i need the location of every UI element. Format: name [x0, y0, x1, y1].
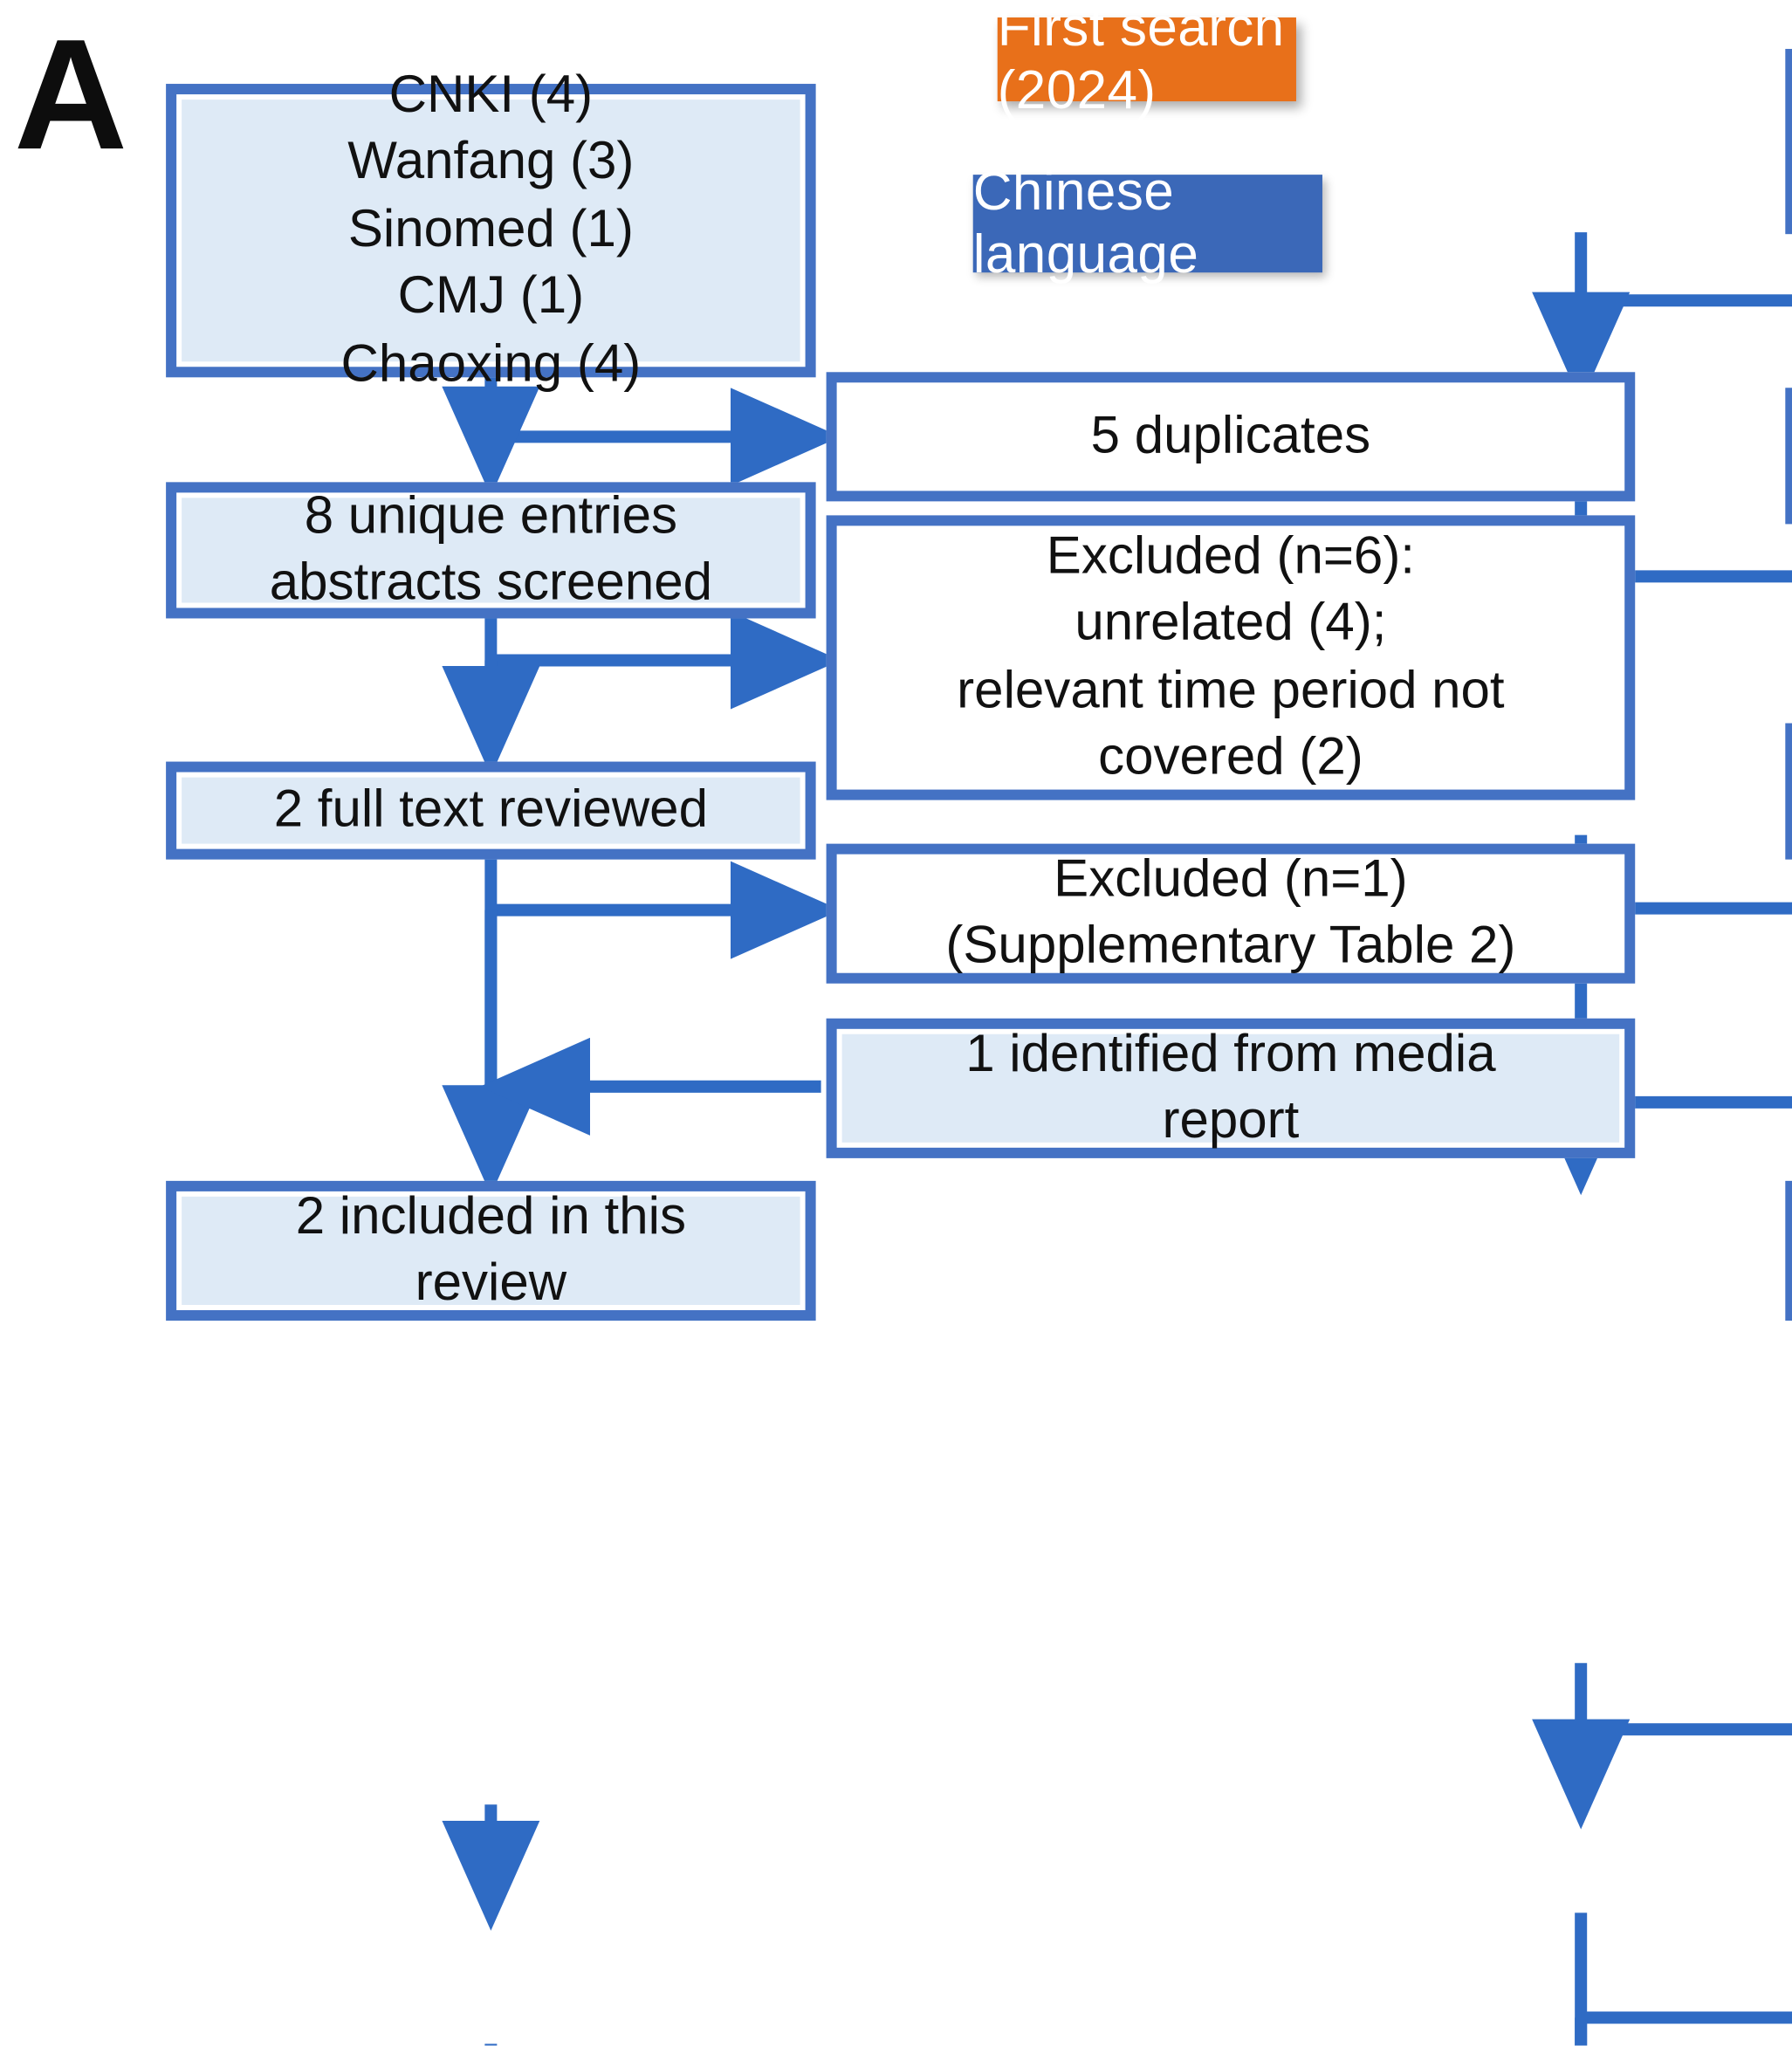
node-a-chinese-included-text: 2 included in this review: [295, 1187, 686, 1312]
chip-first-search-label: First search (2024): [997, 0, 1285, 121]
chip-first-search: First search (2024): [997, 0, 1296, 120]
chip-chinese-language-a-label: Chinese language: [972, 161, 1199, 285]
node-a-english-sources: PubMed (1137) Web of Science Core Collec…: [1785, 49, 1792, 235]
node-a-chinese-sources: CNKI (4) Wanfang (3) Sinomed (1) CMJ (1)…: [166, 66, 816, 392]
node-a-chinese-unique-text: 8 unique entries abstracts screened: [269, 486, 712, 612]
node-a-chinese-excluded-fulltext: Excluded (n=1) (Supplementary Table 2): [826, 843, 1636, 984]
node-a-chinese-excluded-fulltext-text: Excluded (n=1) (Supplementary Table 2): [945, 849, 1516, 975]
node-a-chinese-duplicates: 5 duplicates: [826, 372, 1636, 502]
node-a-english-fulltext: 18 full text reviewed: [1785, 723, 1792, 860]
node-a-chinese-excluded-abstracts: Excluded (n=6): unrelated (4); relevant …: [826, 515, 1636, 800]
node-a-chinese-media: 1 identified from media report: [826, 1018, 1636, 1158]
node-a-english-included: 5 included in this review: [1785, 1180, 1792, 1321]
node-a-english-unique: 1148 unique entries abstracts screened: [1785, 388, 1792, 525]
node-a-chinese-included: 2 included in this review: [166, 1180, 816, 1321]
chip-chinese-language-a: Chinese language: [972, 161, 1322, 285]
node-a-chinese-duplicates-text: 5 duplicates: [1090, 406, 1371, 464]
node-a-chinese-fulltext: 2 full text reviewed: [166, 761, 816, 860]
node-a-chinese-excluded-abstracts-text: Excluded (n=6): unrelated (4); relevant …: [957, 526, 1505, 786]
node-a-chinese-unique: 8 unique entries abstracts screened: [166, 482, 816, 619]
panel-a-letter: A: [14, 9, 128, 184]
node-a-chinese-sources-text: CNKI (4) Wanfang (3) Sinomed (1) CMJ (1)…: [340, 66, 642, 393]
node-a-chinese-fulltext-text: 2 full text reviewed: [273, 780, 708, 839]
node-a-chinese-media-text: 1 identified from media report: [965, 1024, 1496, 1150]
